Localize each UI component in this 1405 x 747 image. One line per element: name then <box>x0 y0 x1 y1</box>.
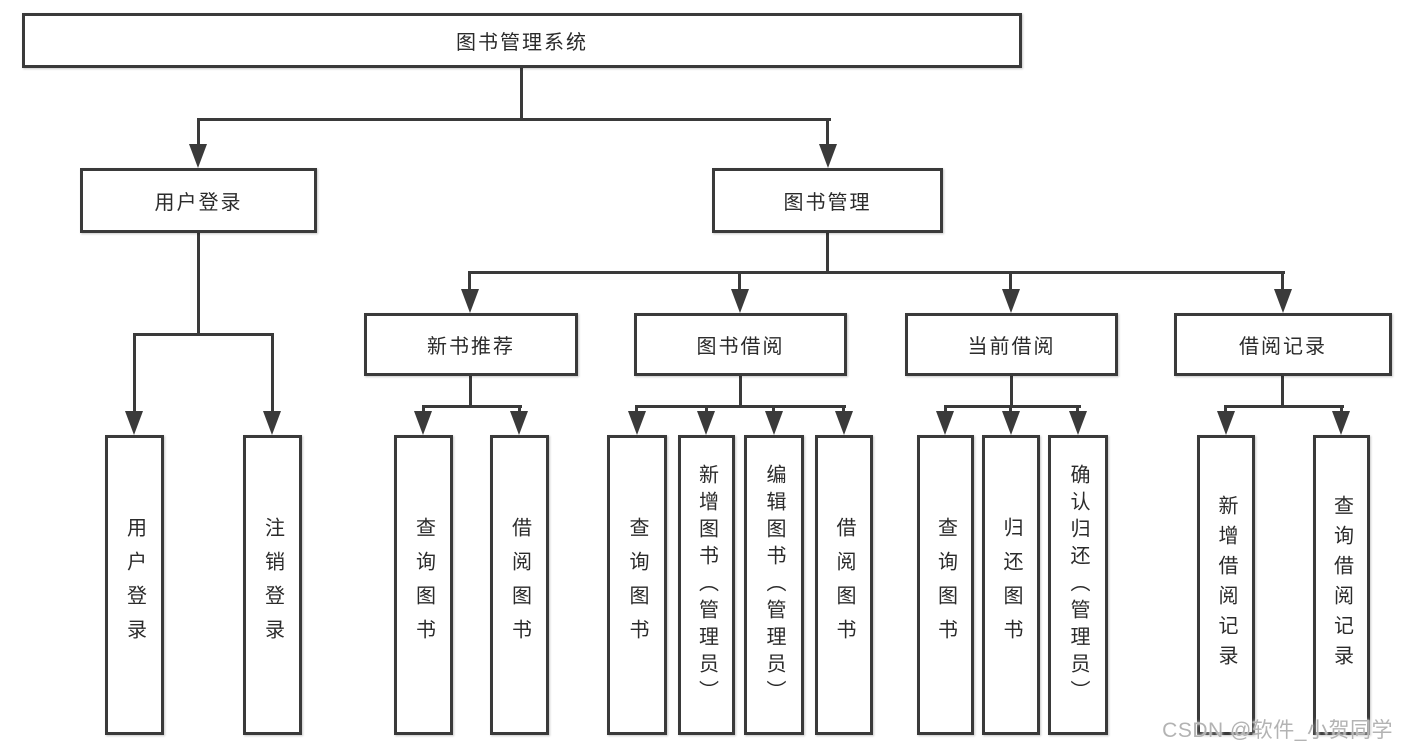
arrow-down-icon <box>1002 289 1020 313</box>
connector-stub <box>197 231 200 335</box>
arrow-down-icon <box>1069 411 1087 435</box>
leaf-label: 借阅图书 <box>833 517 855 653</box>
node-label: 图书管理 <box>783 192 872 214</box>
leaf-label: 用户登录 <box>123 517 146 653</box>
connector-stem <box>271 333 274 413</box>
connector-stem <box>826 118 829 146</box>
connector-level2-rail <box>197 118 831 121</box>
arrow-down-icon <box>189 144 207 168</box>
leaf-recommend-query-book: 查询图书 <box>394 435 453 735</box>
leaf-label: 查询图书 <box>626 517 648 653</box>
leaf-logout: 注销登录 <box>243 435 302 735</box>
connector-stem <box>772 405 775 414</box>
arrow-down-icon <box>697 411 715 435</box>
leaf-records-add-record: 新增借阅记录 <box>1197 435 1255 735</box>
connector-stem <box>1009 405 1012 414</box>
leaf-current-query-book: 查询图书 <box>917 435 974 735</box>
watermark-text: CSDN @软件_小贺同学 <box>1162 719 1393 742</box>
connector-stub <box>1010 374 1013 408</box>
leaf-label: 注销登录 <box>261 517 284 653</box>
arrow-down-icon <box>1332 411 1350 435</box>
connector-level3-rail <box>468 271 1285 274</box>
leaf-records-query-record: 查询借阅记录 <box>1313 435 1370 735</box>
leaf-borrow-query-book: 查询图书 <box>607 435 667 735</box>
connector-stub <box>739 374 742 408</box>
leaf-label: 查询借阅记录 <box>1330 495 1353 675</box>
connector-stub <box>826 231 829 274</box>
connector-rail <box>422 405 522 408</box>
connector-stem <box>197 118 200 146</box>
connector-stem <box>842 405 845 414</box>
leaf-current-return-book: 归还图书 <box>982 435 1040 735</box>
leaf-label: 查询图书 <box>412 517 435 653</box>
leaf-current-confirm-return-admin: 确认归还（管理员） <box>1048 435 1108 735</box>
connector-stem <box>1009 271 1012 292</box>
arrow-down-icon <box>125 411 143 435</box>
connector-stub <box>469 374 472 408</box>
leaf-recommend-borrow-book: 借阅图书 <box>490 435 549 735</box>
arrow-down-icon <box>731 289 749 313</box>
connector-stem <box>1281 271 1284 292</box>
arrow-down-icon <box>263 411 281 435</box>
connector-stem <box>422 405 425 414</box>
arrow-down-icon <box>510 411 528 435</box>
connector-stem <box>738 271 741 292</box>
leaf-borrow-edit-book-admin: 编辑图书（管理员） <box>744 435 804 735</box>
node-book-borrow: 图书借阅 <box>634 313 847 376</box>
connector-rail <box>1224 405 1344 408</box>
connector-stub <box>1281 374 1284 408</box>
leaf-borrow-borrow-book: 借阅图书 <box>815 435 873 735</box>
connector-stem <box>1340 405 1343 414</box>
leaf-label: 归还图书 <box>1000 517 1022 653</box>
node-label: 用户登录 <box>154 192 243 214</box>
connector-stem <box>133 333 136 413</box>
leaf-borrow-add-book-admin: 新增图书（管理员） <box>678 435 735 735</box>
node-user-login: 用户登录 <box>80 168 317 233</box>
connector-stem <box>705 405 708 414</box>
leaf-label: 编辑图书（管理员） <box>763 463 785 707</box>
arrow-down-icon <box>1274 289 1292 313</box>
node-library-management-system: 图书管理系统 <box>22 13 1022 68</box>
node-new-book-recommend: 新书推荐 <box>364 313 578 376</box>
arrow-down-icon <box>414 411 432 435</box>
arrow-down-icon <box>1002 411 1020 435</box>
node-current-borrow: 当前借阅 <box>905 313 1118 376</box>
node-label: 新书推荐 <box>427 336 515 358</box>
node-book-management: 图书管理 <box>712 168 943 233</box>
connector-stem <box>1076 405 1079 414</box>
arrow-down-icon <box>765 411 783 435</box>
connector-stem <box>518 405 521 414</box>
node-label: 当前借阅 <box>967 336 1056 358</box>
arrow-down-icon <box>628 411 646 435</box>
leaf-user-login: 用户登录 <box>105 435 164 735</box>
leaf-label: 确认归还（管理员） <box>1067 463 1089 707</box>
connector-stem <box>944 405 947 414</box>
leaf-label: 新增借阅记录 <box>1215 495 1237 675</box>
connector-stem <box>468 271 471 292</box>
node-borrow-records: 借阅记录 <box>1174 313 1392 376</box>
leaf-label: 查询图书 <box>934 517 957 653</box>
connector-rail <box>944 405 1081 408</box>
connector-stem <box>1224 405 1227 414</box>
connector-rail <box>635 405 846 408</box>
arrow-down-icon <box>936 411 954 435</box>
arrow-down-icon <box>1217 411 1235 435</box>
node-label: 借阅记录 <box>1239 336 1327 358</box>
node-label: 图书管理系统 <box>456 32 588 54</box>
arrow-down-icon <box>819 144 837 168</box>
leaf-label: 新增图书（管理员） <box>695 463 718 707</box>
arrow-down-icon <box>835 411 853 435</box>
connector-rail <box>133 333 274 336</box>
connector-root-stub <box>520 67 523 120</box>
leaf-label: 借阅图书 <box>508 517 531 653</box>
arrow-down-icon <box>461 289 479 313</box>
node-label: 图书借阅 <box>696 336 785 358</box>
connector-stem <box>635 405 638 414</box>
